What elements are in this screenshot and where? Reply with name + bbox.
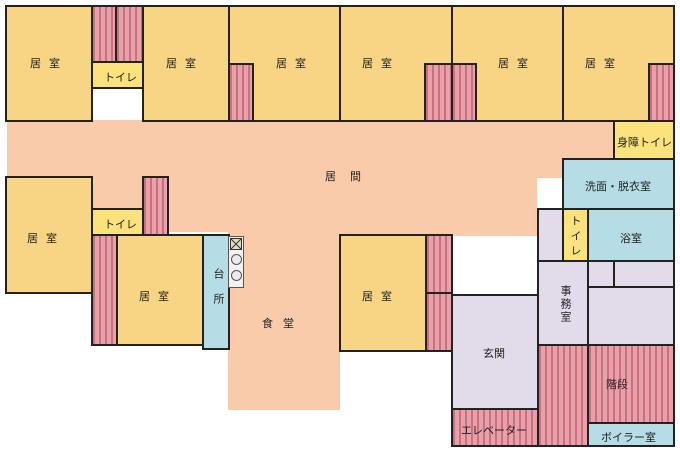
entrance-label: 玄関	[483, 347, 505, 360]
toilet-label: トイレ	[104, 218, 137, 231]
toilet-label: トイレ	[104, 71, 137, 84]
storage-closet	[142, 176, 169, 236]
elevator-label: エレベーター	[461, 424, 527, 437]
living-label: 居間	[325, 170, 375, 183]
room-label: 居室	[30, 57, 68, 70]
storage-closet	[451, 63, 477, 122]
room-label: 居室	[362, 57, 400, 70]
boiler-room	[587, 422, 675, 447]
toilet-3	[562, 208, 589, 262]
stairs-label: 階段	[606, 378, 628, 391]
storage-closet	[228, 63, 254, 122]
office-label: 事務室	[559, 285, 572, 324]
bedroom-2	[142, 5, 230, 122]
storage-closet	[648, 63, 675, 122]
room-label: 居室	[166, 57, 204, 70]
elevator	[451, 408, 539, 447]
service-corridor	[537, 208, 564, 262]
boiler-label: ボイラー室	[601, 431, 656, 444]
kitchen	[202, 234, 230, 350]
kitchen-label: 台所	[212, 268, 225, 318]
living-hall-area	[7, 120, 615, 178]
storage-closet	[425, 234, 453, 294]
service-room	[613, 260, 675, 288]
sink-icon	[231, 270, 242, 281]
living-hall-area	[338, 230, 538, 236]
storage-closet	[91, 234, 118, 346]
washroom-label: 洗面・脱衣室	[585, 180, 651, 193]
room-label: 居室	[27, 232, 65, 245]
storage-closet	[424, 63, 453, 122]
accessible-toilet-label: 身障トイレ	[617, 136, 672, 149]
dining-area	[228, 230, 340, 410]
accessible-toilet	[613, 120, 675, 160]
service-room	[587, 260, 615, 288]
toilet-1	[91, 61, 144, 89]
entrance	[451, 294, 539, 410]
sink-icon	[231, 254, 242, 265]
room-label: 居室	[276, 57, 314, 70]
storage-closet	[425, 292, 453, 352]
room-label: 居室	[139, 290, 177, 303]
storage-closet	[91, 5, 117, 63]
storage-closet	[537, 344, 589, 447]
storage-closet	[115, 5, 144, 63]
toilet-label: トイレ	[569, 215, 582, 260]
room-label: 居室	[585, 57, 623, 70]
room-label: 居室	[498, 57, 536, 70]
service-room	[587, 286, 675, 346]
dining-label: 食堂	[262, 317, 304, 330]
bedroom-7	[5, 176, 93, 294]
room-label: 居室	[362, 290, 400, 303]
bath-label: 浴室	[620, 232, 642, 245]
stairs	[587, 344, 675, 424]
stove-icon	[230, 238, 242, 250]
